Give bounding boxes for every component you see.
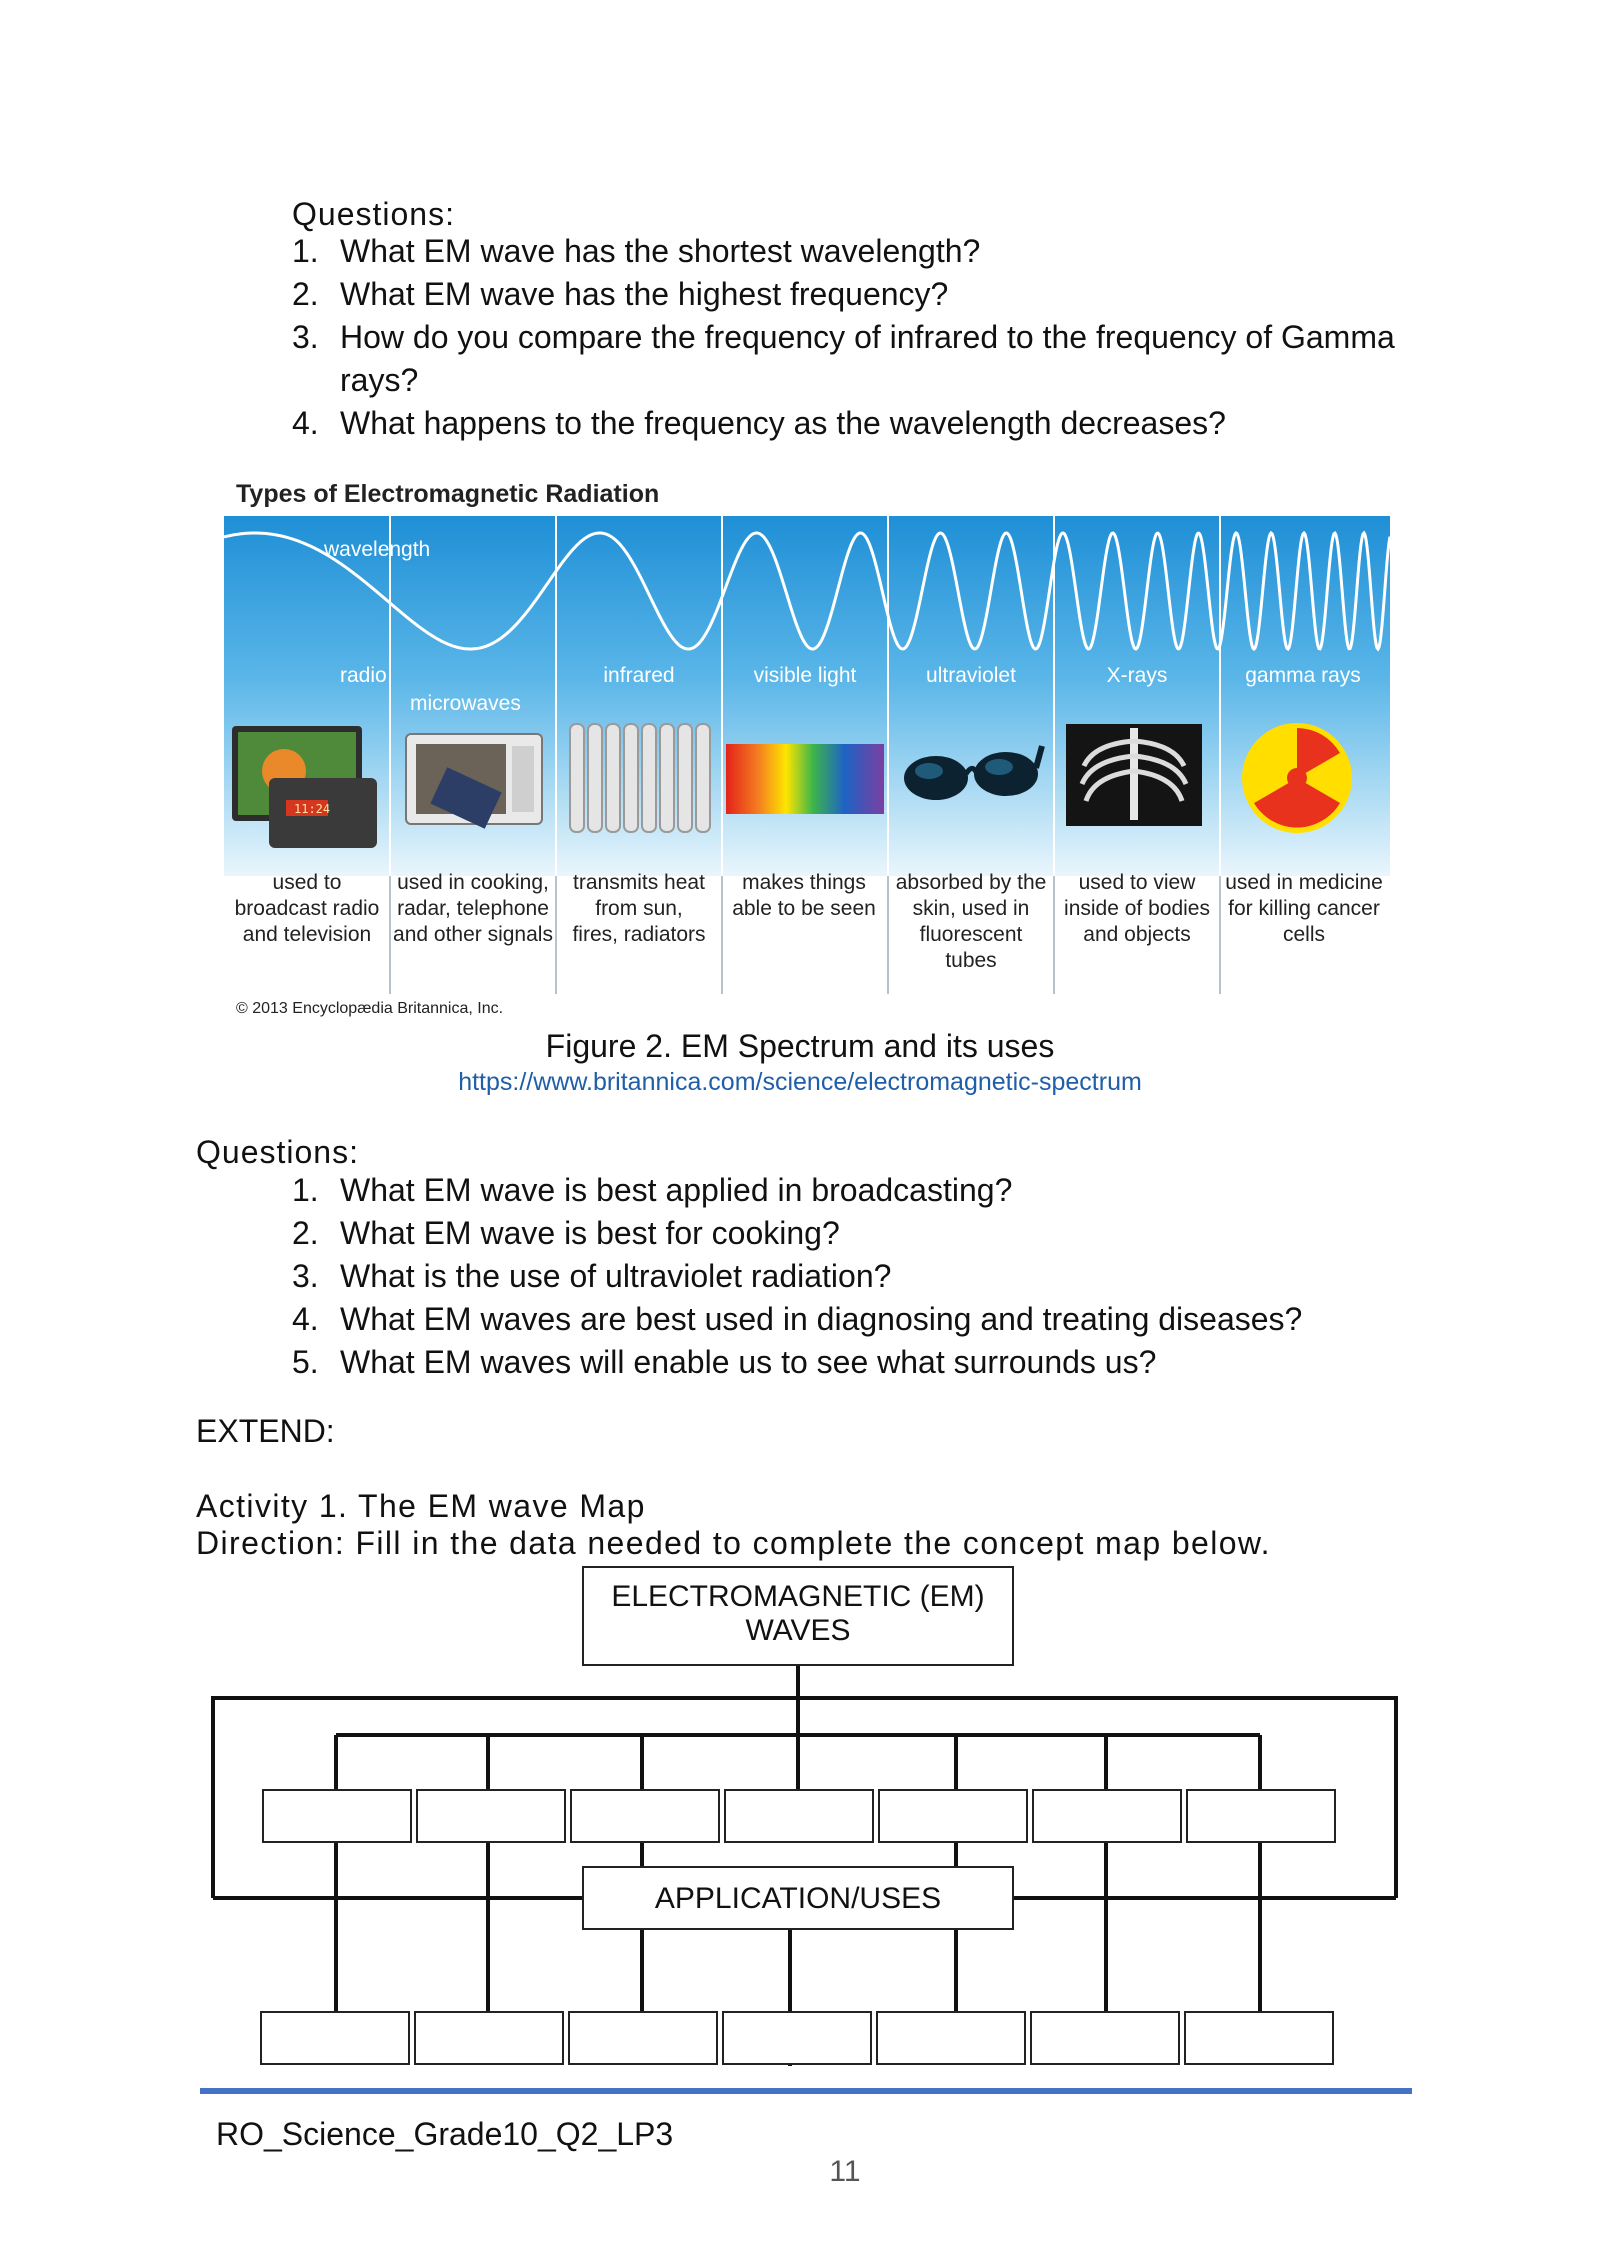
list-item: 1. What EM wave is best applied in broadc… — [292, 1169, 1452, 1212]
questions-heading-2: Questions: — [196, 1134, 359, 1170]
blank-wave-box-7[interactable] — [1186, 1789, 1336, 1843]
blank-wave-box-4[interactable] — [724, 1789, 874, 1843]
blank-wave-box-5[interactable] — [878, 1789, 1028, 1843]
band-label-radio: radio — [340, 664, 387, 687]
blank-use-box-6[interactable] — [1030, 2011, 1180, 2065]
use-ultraviolet: absorbed by the skin, used in fluorescen… — [895, 871, 1047, 972]
applications-uses-box: APPLICATION/USES — [582, 1866, 1014, 1930]
microwave-icon — [405, 733, 543, 829]
item-number: 4. — [292, 1301, 319, 1337]
question-text: What EM waves will enable us to see what… — [340, 1344, 1157, 1380]
question-text: What EM wave has the highest frequency? — [340, 276, 949, 312]
xray-icon — [1066, 724, 1202, 826]
band-label-microwaves: microwaves — [410, 692, 521, 715]
questions-heading-1: Questions: — [292, 196, 455, 232]
question-text: What is the use of ultraviolet radiation… — [340, 1258, 892, 1294]
concept-map-root-box: ELECTROMAGNETIC (EM) WAVES — [582, 1566, 1014, 1666]
band-label-infrared: infrared — [603, 664, 675, 687]
activity-title: Activity 1. The EM wave Map — [196, 1488, 646, 1524]
em-spectrum-graphic: 11:24 — [223, 516, 1392, 994]
item-number: 1. — [292, 233, 319, 269]
band-label-x-rays: X-rays — [1106, 664, 1168, 687]
item-number: 5. — [292, 1344, 319, 1380]
wave-line — [223, 530, 1392, 652]
figure-source-url: https://www.britannica.com/science/elect… — [458, 1068, 1142, 1096]
use-x-rays: used to view inside of bodies and object… — [1064, 871, 1210, 946]
root-box-line-1: ELECTROMAGNETIC (EM) — [611, 1580, 985, 1613]
question-text: What happens to the frequency as the wav… — [340, 405, 1226, 441]
clock-display: 11:24 — [294, 802, 330, 816]
questions-list-2: 1. What EM wave is best applied in broadc… — [292, 1169, 1452, 1384]
blank-use-box-7[interactable] — [1184, 2011, 1334, 2065]
list-item: 2. What EM wave has the highest frequency… — [292, 273, 1452, 316]
list-item: 4. What EM waves are best used in diagnos… — [292, 1298, 1452, 1341]
footer-code: RO_Science_Grade10_Q2_LP3 — [216, 2116, 674, 2152]
list-item: 1. What EM wave has the shortest waveleng… — [292, 230, 1452, 273]
list-item: 5. What EM waves will enable us to see wh… — [292, 1341, 1452, 1384]
question-text: What EM waves are best used in diagnosin… — [340, 1301, 1303, 1337]
list-item: 4. What happens to the frequency as the w… — [292, 402, 1452, 445]
activity-direction: Direction: Fill in the data needed to co… — [196, 1525, 1271, 1561]
list-item: 3. How do you compare the frequency of in… — [292, 316, 1452, 402]
band-label-visible-light: visible light — [753, 664, 857, 687]
list-item: 3. What is the use of ultraviolet radiati… — [292, 1255, 1452, 1298]
question-text: What EM wave is best applied in broadcas… — [340, 1172, 1013, 1208]
blank-wave-box-3[interactable] — [570, 1789, 720, 1843]
item-number: 3. — [292, 1258, 319, 1294]
root-box-line-2: WAVES — [745, 1614, 851, 1647]
blank-wave-box-1[interactable] — [262, 1789, 412, 1843]
radiator-icon — [569, 723, 711, 833]
question-text: What EM wave is best for cooking? — [340, 1215, 840, 1251]
list-item: 2. What EM wave is best for cooking? — [292, 1212, 1452, 1255]
questions-list-1: 1. What EM wave has the shortest waveleng… — [292, 230, 1452, 445]
use-visible-light: makes things able to be seen — [732, 871, 876, 920]
use-microwaves: used in cooking, radar, telephone and ot… — [393, 871, 553, 946]
wavelength-label: wavelength — [324, 538, 431, 561]
figure-copyright: © 2013 Encyclopædia Britannica, Inc. — [236, 1000, 504, 1017]
band-label-ultraviolet: ultraviolet — [926, 664, 1016, 687]
item-number: 1. — [292, 1172, 319, 1208]
item-number: 2. — [292, 276, 319, 312]
blank-wave-box-2[interactable] — [416, 1789, 566, 1843]
rainbow-icon — [726, 744, 884, 814]
item-number: 4. — [292, 405, 319, 441]
blank-use-box-4[interactable] — [722, 2011, 872, 2065]
tv-radio-icon: 11:24 — [232, 726, 377, 848]
blank-use-box-2[interactable] — [414, 2011, 564, 2065]
sunglasses-icon — [904, 745, 1045, 800]
use-radio: used to broadcast radio and television — [234, 871, 380, 946]
item-number: 3. — [292, 319, 319, 355]
figure-heading: Types of Electromagnetic Radiation — [236, 480, 660, 508]
blank-use-box-3[interactable] — [568, 2011, 718, 2065]
footer-rule — [200, 2088, 1412, 2094]
item-number: 2. — [292, 1215, 319, 1251]
page-number: 11 — [829, 2155, 861, 2188]
band-label-gamma-rays: gamma rays — [1245, 664, 1361, 687]
em-spectrum-figure: 11:24 — [223, 516, 1392, 994]
use-gamma-rays: used in medicine for killing cancer cell… — [1225, 871, 1383, 946]
blank-use-box-1[interactable] — [260, 2011, 410, 2065]
applications-uses-label: APPLICATION/USES — [654, 1882, 942, 1915]
radiation-icon — [1242, 723, 1352, 833]
extend-label: EXTEND: — [196, 1413, 335, 1449]
blank-wave-box-6[interactable] — [1032, 1789, 1182, 1843]
question-text: What EM wave has the shortest wavelength… — [340, 233, 981, 269]
figure-caption: Figure 2. EM Spectrum and its uses — [545, 1028, 1055, 1064]
blank-use-box-5[interactable] — [876, 2011, 1026, 2065]
use-infrared: transmits heat from sun, fires, radiator… — [572, 871, 706, 946]
question-text: How do you compare the frequency of infr… — [340, 319, 1395, 398]
